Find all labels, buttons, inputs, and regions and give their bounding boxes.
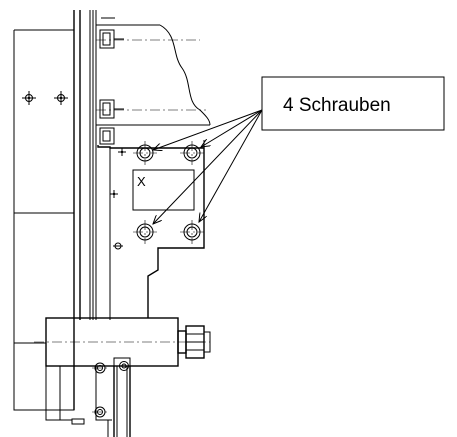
lower-block [34,317,210,425]
screw-bottom-left [133,220,157,244]
callout-box [261,76,445,131]
leader-arrow-top-right [201,109,263,147]
screw-top-right [180,141,204,165]
lower-bolt-1 [92,362,108,374]
strip-nut-top [99,29,124,49]
part-marker-label: X [137,174,146,189]
lower-bolt-3 [92,406,108,418]
left-frame [13,10,97,411]
left-bolt-1 [22,91,36,105]
strip-nut-low [99,127,115,145]
center-mark-1 [118,148,126,156]
leader-arrow-bottom-right [199,109,263,222]
screw-top-left [133,141,157,165]
leader-arrow-top-left [153,109,263,150]
lower-rods [107,357,131,437]
center-mark-2 [110,190,118,198]
screw-bottom-right [180,220,204,244]
left-bolt-2 [54,91,68,105]
callout: 4 Schrauben [261,76,445,131]
part-marker: X [132,169,195,211]
leader-arrows [153,109,263,224]
motor-coupling [177,325,211,359]
strip-nut-mid [99,99,124,119]
bracket-plate [97,140,205,320]
callout-label: 4 Schrauben [283,95,391,116]
top-plate [96,17,211,126]
leader-arrow-bottom-left [153,109,263,224]
center-mark-3 [113,242,123,250]
